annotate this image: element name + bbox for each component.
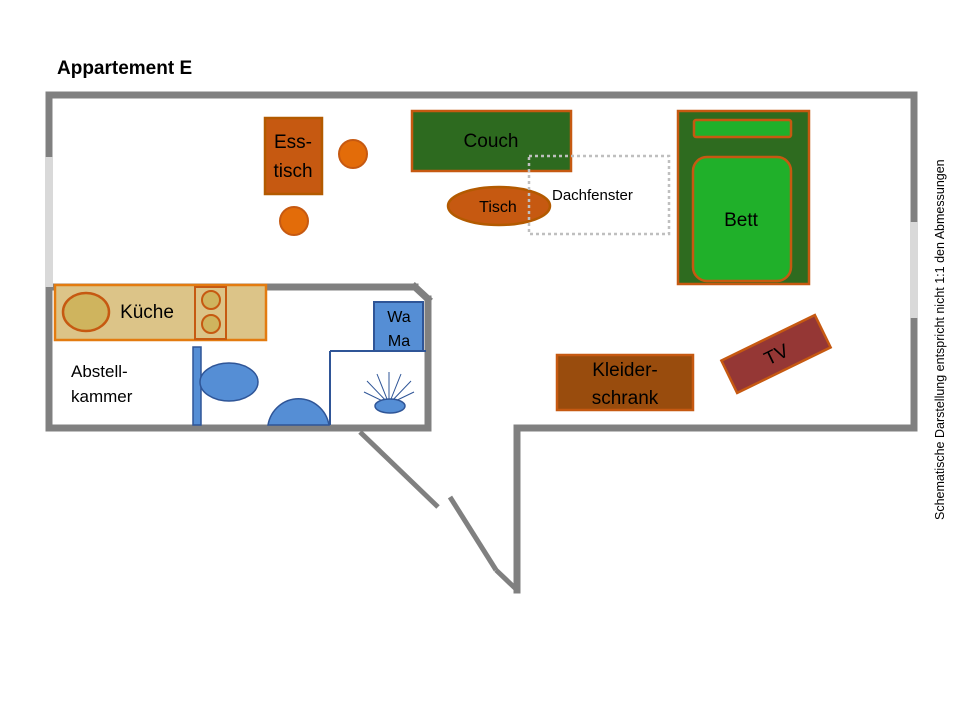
burner-1 (201, 290, 221, 310)
skylight-label: Dachfenster (552, 187, 633, 204)
washing-machine (373, 301, 424, 352)
dining-label-line1: Ess- (274, 132, 312, 153)
window-left (45, 157, 53, 287)
storage-label-line1: Abstell- (71, 362, 128, 381)
chair-1 (338, 139, 368, 169)
page-title: Appartement E (57, 58, 193, 79)
bed-label: Bett (724, 210, 759, 231)
coffee-table (446, 185, 552, 227)
washer-label-line1: Wa (387, 309, 411, 326)
pillow (692, 118, 793, 139)
washbasin (199, 362, 259, 402)
washer-label-line2: Ma (388, 333, 410, 350)
tv (719, 313, 833, 395)
wardrobe-label-line1: Kleider- (592, 360, 657, 381)
mattress (691, 155, 793, 283)
tv-group: TV (719, 313, 833, 395)
toilet (267, 398, 330, 426)
window-right (910, 222, 918, 318)
dining-table (263, 116, 324, 196)
storage-partition (192, 346, 202, 426)
table-label: Tisch (479, 199, 517, 216)
burner-2 (201, 314, 221, 334)
walls (45, 91, 918, 594)
couch-label: Couch (464, 131, 519, 152)
wardrobe-label-line2: schrank (592, 388, 659, 409)
door-hinge (494, 568, 519, 592)
storage-label-line2: kammer (71, 387, 133, 406)
door-leaf-left (358, 430, 440, 509)
door-leaf-right (447, 495, 499, 572)
entry-door (358, 430, 519, 592)
chair-2 (279, 206, 309, 236)
skylight (527, 154, 671, 236)
dining-label-line2: tisch (273, 161, 312, 182)
kitchen-label: Küche (120, 302, 174, 323)
couch (410, 109, 573, 173)
shower-drain (374, 398, 406, 414)
sink (61, 291, 111, 333)
wardrobe (555, 353, 695, 412)
